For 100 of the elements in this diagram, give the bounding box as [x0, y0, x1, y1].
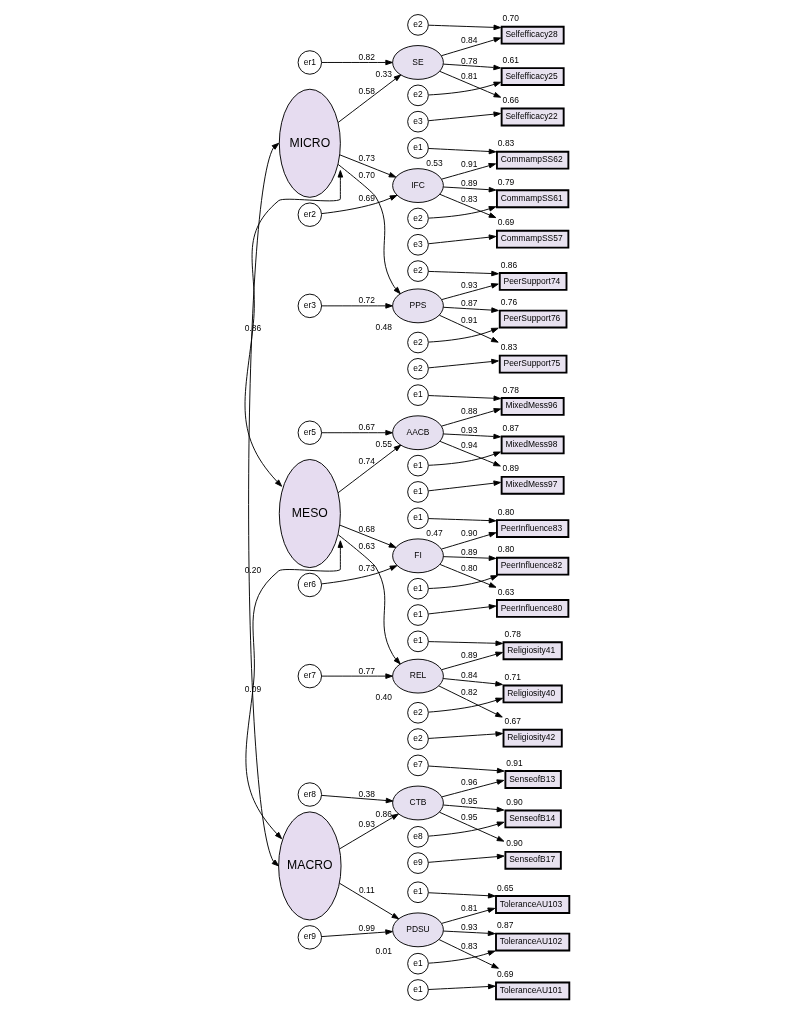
edge-label: 0.87: [461, 298, 478, 309]
edge-label: 0.11: [358, 885, 375, 896]
node-circle: er1: [297, 50, 323, 75]
arrow: [428, 148, 497, 155]
arrow: [428, 395, 502, 402]
arrow: [442, 804, 505, 813]
edge-label: 0.63: [358, 540, 375, 551]
node-ellipse: MACRO: [278, 811, 342, 921]
arrow: [245, 540, 344, 840]
arrow: [428, 270, 499, 277]
node-circle: e1: [407, 384, 429, 406]
arrow: [442, 930, 496, 937]
node-label: 0.83: [497, 138, 515, 149]
node-label: 0.87: [502, 423, 519, 434]
arrow: [339, 882, 400, 920]
arrow: [428, 765, 505, 774]
node-label: 0.40: [375, 691, 392, 702]
node-circle: er8: [297, 782, 323, 807]
node-circle: e2: [407, 14, 429, 36]
node-label: 0.80: [497, 544, 515, 555]
arrow: [428, 358, 499, 369]
arrow: [337, 74, 402, 123]
arrow: [442, 555, 497, 561]
arrow: [428, 697, 503, 713]
node-label: 0.91: [506, 757, 523, 768]
node-circle: e3: [407, 234, 429, 256]
edge-label: 0.89: [461, 649, 478, 660]
node-label: 0.69: [496, 969, 514, 980]
arrow: [321, 195, 398, 215]
node-circle: er5: [297, 420, 323, 445]
arrow: [428, 604, 497, 615]
arrow: [441, 162, 497, 180]
node-circle: e1: [407, 952, 429, 975]
node-circle: e1: [407, 979, 429, 1001]
edge-label: 0.78: [461, 55, 478, 66]
arrow: [248, 142, 280, 867]
edge-label: 0.93: [461, 424, 478, 435]
edge-label: 0.38: [358, 788, 375, 799]
arrow: [321, 794, 394, 804]
edge-label: 0.80: [461, 563, 478, 574]
edge-label: 0.83: [461, 940, 478, 951]
node-label: 0.55: [375, 439, 392, 450]
edge-label: 0.84: [461, 670, 478, 681]
arrow: [428, 24, 502, 31]
arrow: [438, 811, 505, 842]
node-label: 0.86: [500, 259, 518, 270]
node-circle: er6: [297, 572, 323, 598]
edge-label: 0.73: [358, 153, 375, 164]
arrow: [442, 678, 503, 687]
node-label: 0.86: [375, 809, 392, 820]
node-circle: e1: [407, 137, 429, 159]
node-label: 0.80: [497, 506, 515, 517]
node-circle: e2: [407, 728, 429, 750]
node-circle: e1: [407, 577, 429, 600]
arrow: [441, 651, 503, 671]
arrow: [321, 673, 393, 679]
node-circle: e3: [407, 110, 429, 133]
arrow: [441, 531, 497, 550]
edge-label: 0.81: [461, 70, 478, 81]
node-label: 0.65: [496, 882, 514, 893]
edge-label: 0.93: [461, 280, 478, 291]
node-circle: e1: [407, 604, 429, 626]
arrow: [439, 193, 497, 219]
node-circle: e1: [407, 881, 429, 904]
edge-label: 0.70: [358, 170, 375, 181]
arrow: [321, 565, 398, 585]
node-label: 0.90: [506, 797, 523, 808]
arrow: [428, 821, 505, 837]
arrow: [428, 480, 502, 492]
node-label: 0.76: [500, 297, 518, 308]
arrow: [438, 685, 503, 718]
node-ellipse: MESO: [278, 459, 341, 569]
edge-label: 0.69: [358, 192, 375, 203]
edge-label: 0.58: [358, 85, 375, 96]
arrow: [321, 429, 393, 436]
arrow: [321, 929, 393, 938]
arrow: [441, 37, 502, 57]
arrow: [428, 234, 497, 245]
node-circle: e8: [407, 826, 429, 848]
arrow: [428, 111, 502, 122]
node-circle: e1: [407, 454, 429, 477]
arrow: [439, 564, 497, 588]
edge-label: 0.81: [461, 903, 478, 914]
edge-label: 0.96: [461, 777, 478, 788]
arrow: [337, 534, 401, 665]
node-label: 0.69: [497, 217, 515, 228]
node-label: 0.78: [502, 384, 519, 395]
node-circle: e2: [407, 260, 429, 282]
node-circle: er7: [297, 663, 323, 689]
node-circle: e1: [407, 481, 429, 503]
edge-label: 0.84: [461, 34, 478, 45]
edge-label: 0.74: [358, 455, 375, 466]
node-circle: e2: [407, 84, 429, 107]
node-label: 0.33: [375, 68, 392, 79]
node-circle: e2: [407, 207, 429, 230]
node-label: 0.66: [502, 95, 519, 106]
node-label: 0.01: [375, 945, 392, 956]
node-circle: e1: [407, 630, 429, 653]
node-ellipse: MICRO: [278, 88, 341, 198]
arrow: [438, 939, 499, 969]
